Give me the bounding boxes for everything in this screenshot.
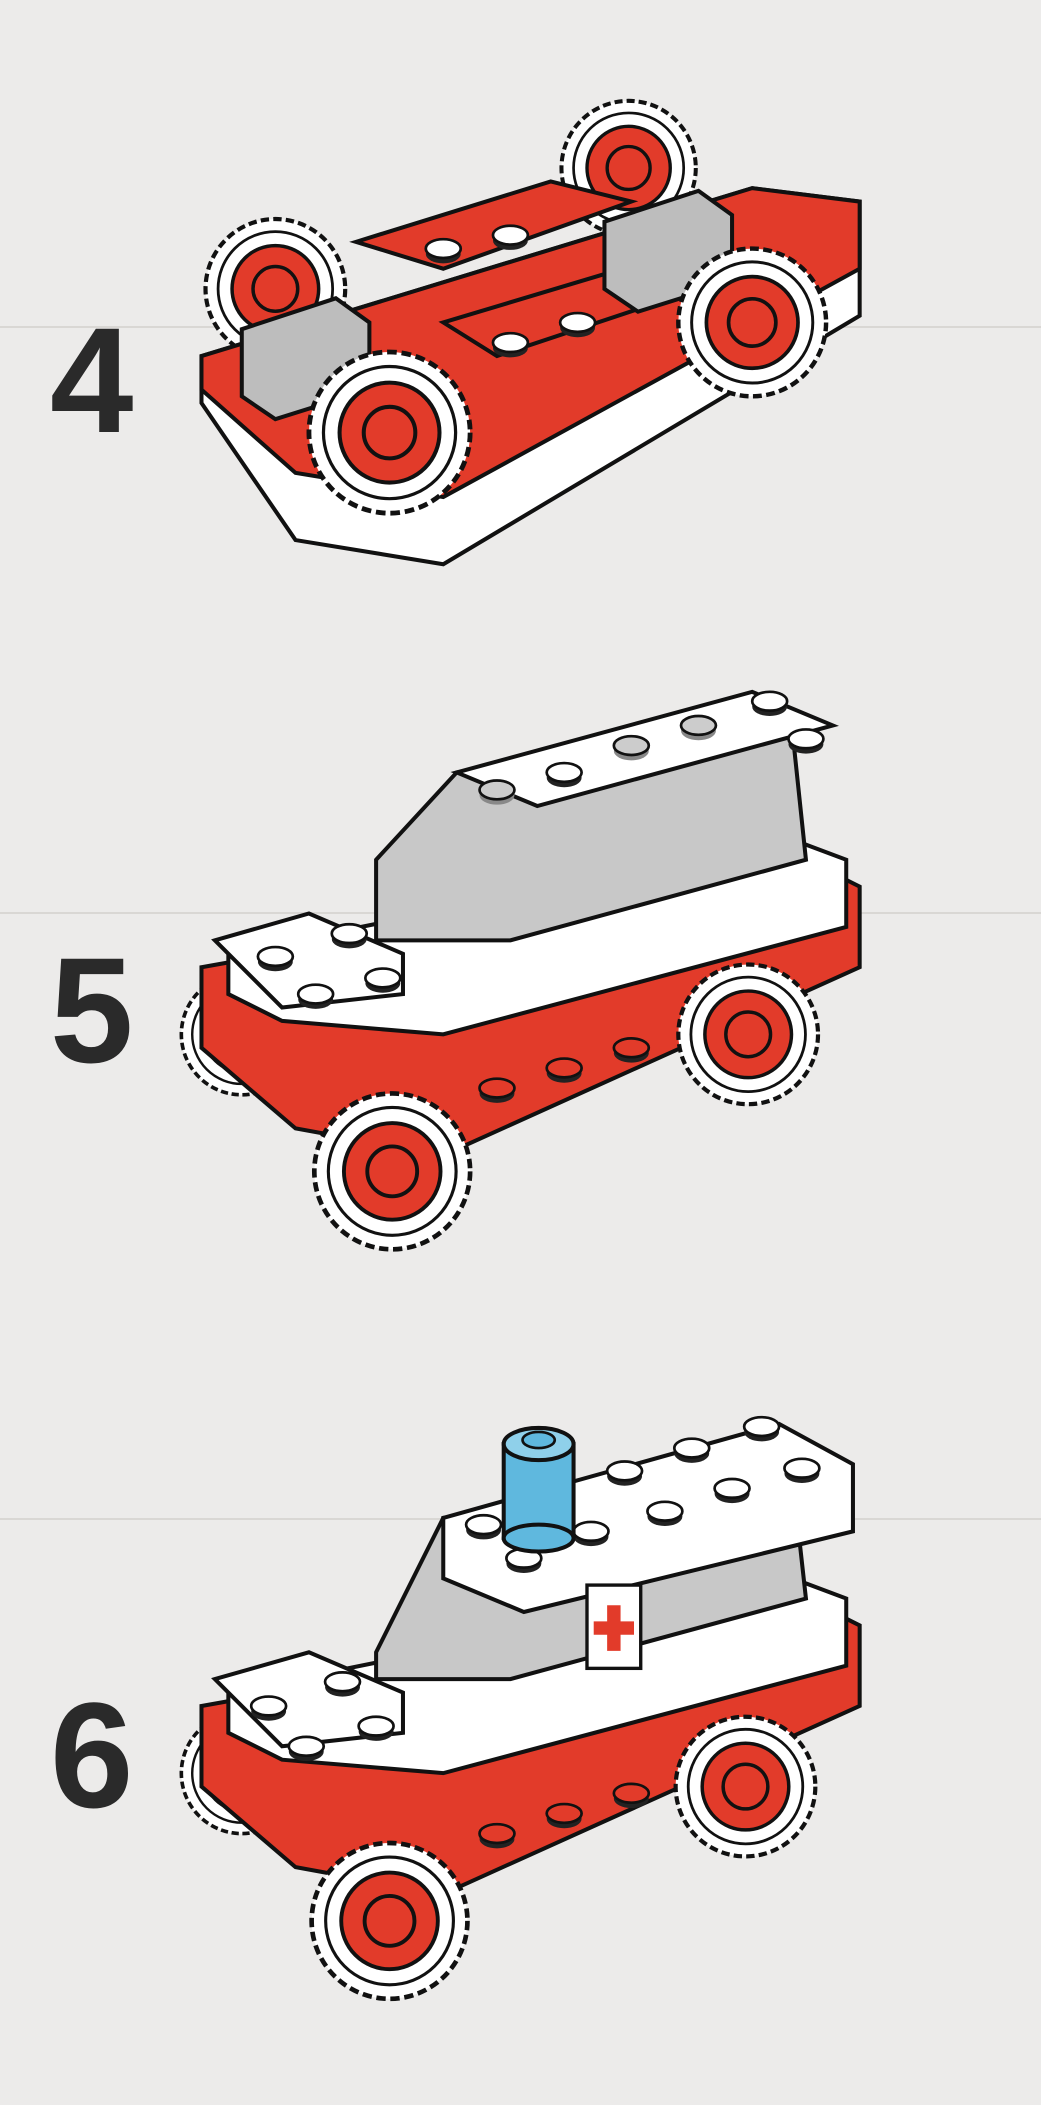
wheel (312, 1843, 468, 1999)
stud (478, 1077, 516, 1105)
stud (256, 945, 295, 973)
wheel (676, 1717, 816, 1857)
wheel (309, 352, 470, 513)
stud (287, 1735, 326, 1763)
stud (357, 1715, 395, 1743)
step-number-6: 6 (50, 1671, 134, 1839)
stud (545, 1057, 583, 1085)
stud (323, 1671, 362, 1698)
stud (558, 311, 597, 339)
step-number-5: 5 (50, 926, 134, 1094)
stud (750, 690, 789, 718)
stud (646, 1500, 684, 1528)
stud (612, 734, 651, 762)
wheel (678, 249, 826, 397)
red-cross-icon (593, 1605, 635, 1651)
stud (612, 1037, 651, 1064)
stud (464, 1513, 503, 1541)
stud (424, 237, 463, 265)
stud (545, 761, 583, 789)
stud (572, 1520, 610, 1548)
stud (478, 1822, 516, 1850)
stud (787, 728, 825, 755)
stud (679, 714, 718, 742)
stud (491, 224, 530, 252)
stud (742, 1415, 781, 1443)
wheel (314, 1093, 470, 1249)
stud (612, 1782, 651, 1810)
stud (545, 1802, 583, 1830)
stud (783, 1457, 821, 1485)
stud (364, 967, 402, 995)
stud (296, 983, 335, 1011)
stud (672, 1437, 711, 1465)
stud (478, 779, 516, 807)
stud (249, 1695, 288, 1723)
stud (605, 1460, 644, 1488)
step-4-chassis (199, 101, 862, 567)
stud (330, 922, 369, 950)
stud (713, 1477, 751, 1505)
wheel (678, 965, 818, 1105)
step-5-car-body (179, 689, 862, 1249)
step-number-4: 4 (50, 296, 134, 464)
step-6-ambulance (179, 1415, 862, 1999)
stud (491, 331, 530, 359)
blue-siren-light (501, 1425, 576, 1554)
